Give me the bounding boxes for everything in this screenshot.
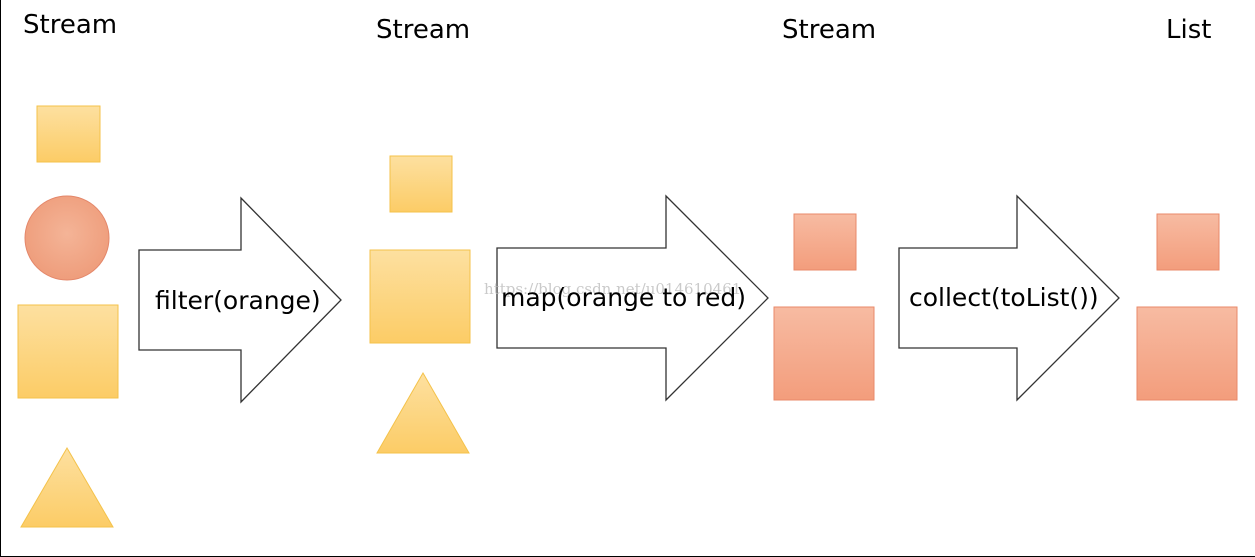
collect-label: collect(toList())	[909, 283, 1099, 312]
map-label: map(orange to red)	[501, 283, 747, 312]
stage2-orange-triangle	[376, 371, 470, 454]
watermark-text: https://blog.csdn.net/u014610461	[484, 280, 742, 298]
stage2-small-orange-square	[389, 155, 453, 213]
stage1-red-circle	[24, 195, 110, 281]
collect-arrow	[898, 194, 1120, 402]
stage1-orange-triangle	[20, 447, 114, 528]
stage-2-title: Stream	[376, 15, 471, 45]
stage3-small-red-square	[793, 213, 857, 271]
stage3-large-red-square	[773, 306, 875, 401]
stage-3-title: Stream	[782, 15, 877, 45]
stage1-small-orange-square	[36, 105, 101, 163]
stage1-large-orange-square	[17, 304, 119, 399]
stage4-large-red-square	[1136, 306, 1238, 401]
filter-label: filter(orange)	[155, 286, 321, 315]
stage4-small-red-square	[1156, 213, 1220, 271]
stage-1-title: Stream	[23, 10, 118, 40]
map-arrow	[496, 194, 769, 402]
stage-4-title: List	[1166, 15, 1212, 45]
filter-arrow	[138, 196, 342, 404]
stage2-large-orange-square	[369, 249, 471, 344]
